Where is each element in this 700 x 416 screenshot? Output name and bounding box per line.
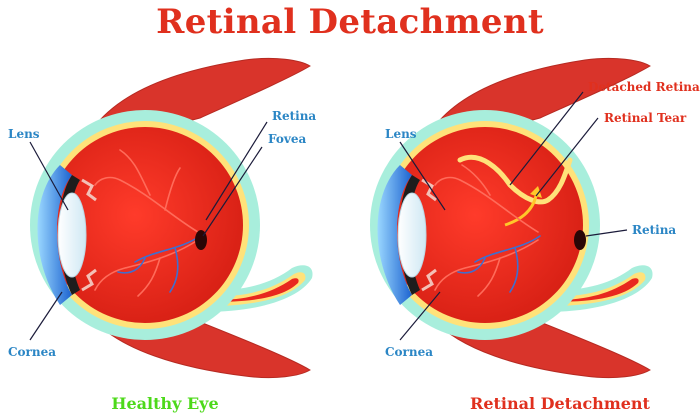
healthy-lens-label: Lens bbox=[8, 127, 40, 141]
cornea bbox=[37, 165, 72, 305]
healthy-eye: Lens Cornea Retina Fovea bbox=[8, 57, 316, 379]
detached-retina-normal-label: Retina bbox=[632, 223, 676, 237]
healthy-cornea-label: Cornea bbox=[8, 345, 56, 359]
detached-retina-label: Detached Retina bbox=[588, 80, 700, 94]
detached-lens-label: Lens bbox=[385, 127, 417, 141]
blood-vessels bbox=[434, 164, 539, 297]
ciliary-body bbox=[81, 178, 97, 292]
healthy-eye-caption: Healthy Eye bbox=[111, 394, 219, 413]
retinal-tear-label: Retinal Tear bbox=[604, 111, 687, 125]
blood-vessels bbox=[94, 149, 199, 297]
healthy-retina-label: Retina bbox=[272, 109, 316, 123]
healthy-fovea-label: Fovea bbox=[268, 132, 306, 146]
eyeball bbox=[47, 127, 243, 323]
lens bbox=[57, 192, 87, 278]
lens bbox=[397, 192, 427, 278]
diagram-title: Retinal Detachment bbox=[156, 2, 544, 42]
cornea bbox=[377, 165, 412, 305]
fovea-spot bbox=[574, 230, 586, 250]
eyeball bbox=[387, 127, 583, 323]
detached-retina-flap bbox=[457, 154, 573, 205]
retinal-tear-arrow bbox=[504, 195, 538, 227]
retinal-detachment-caption: Retinal Detachment bbox=[470, 394, 650, 413]
detached-cornea-label: Cornea bbox=[385, 345, 433, 359]
detached-eye: Lens Cornea Detached Retina Retinal Tear… bbox=[370, 57, 700, 379]
